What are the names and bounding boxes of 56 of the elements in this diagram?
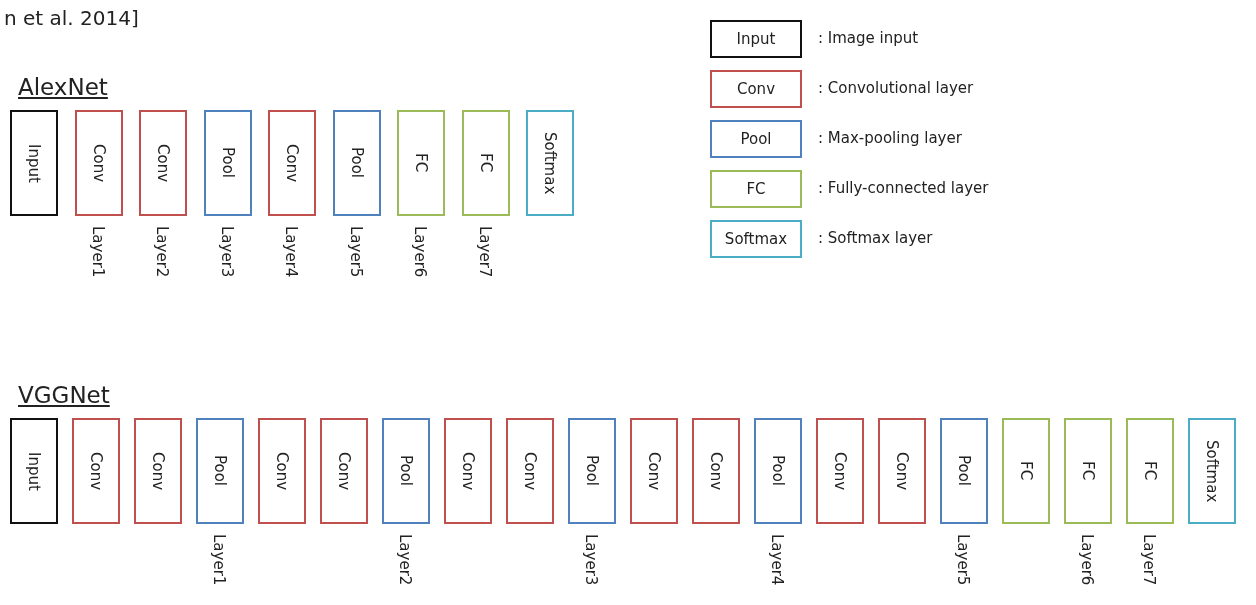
layer-number-label: Layer6 bbox=[1078, 534, 1096, 586]
conv-layer-box: Conv bbox=[878, 418, 926, 524]
legend-sample-box: Pool bbox=[710, 120, 802, 158]
conv-layer-box: Conv bbox=[816, 418, 864, 524]
legend-sample-box: Input bbox=[710, 20, 802, 58]
conv-layer-box: Conv bbox=[268, 110, 316, 216]
pooling-layer-box: Pool bbox=[940, 418, 988, 524]
conv-layer-box: Conv bbox=[72, 418, 120, 524]
legend-sample-box: FC bbox=[710, 170, 802, 208]
conv-layer-box: Conv bbox=[74, 110, 123, 216]
legend-description: : Image input bbox=[818, 29, 919, 47]
legend-description: : Fully-connected layer bbox=[818, 179, 989, 197]
network-heading: AlexNet bbox=[18, 74, 108, 100]
legend-description: : Softmax layer bbox=[818, 229, 933, 247]
fc-layer-box: FC bbox=[461, 110, 510, 216]
input-layer-box: Input bbox=[10, 418, 58, 524]
layer-number-label: Layer1 bbox=[210, 534, 228, 586]
conv-layer-box: Conv bbox=[139, 110, 187, 216]
pooling-layer-box: Pool bbox=[203, 110, 252, 216]
layer-number-label: Layer1 bbox=[88, 226, 107, 278]
pooling-layer-box: Pool bbox=[382, 418, 430, 524]
layer-number-label: Layer7 bbox=[1140, 534, 1158, 586]
layer-number-label: Layer5 bbox=[346, 226, 365, 278]
citation-text: n et al. 2014] bbox=[4, 6, 139, 30]
layer-number-label: Layer2 bbox=[396, 534, 414, 586]
pooling-layer-box: Pool bbox=[568, 418, 616, 524]
conv-layer-box: Conv bbox=[444, 418, 492, 524]
layer-number-label: Layer5 bbox=[954, 534, 972, 586]
network-heading: VGGNet bbox=[18, 382, 110, 408]
conv-layer-box: Conv bbox=[320, 418, 368, 524]
fc-layer-box: FC bbox=[1002, 418, 1050, 524]
pooling-layer-box: Pool bbox=[754, 418, 802, 524]
layer-number-label: Layer4 bbox=[768, 534, 786, 586]
conv-layer-box: Conv bbox=[506, 418, 554, 524]
conv-layer-box: Conv bbox=[692, 418, 740, 524]
input-layer-box: Input bbox=[10, 110, 58, 216]
legend-sample-box: Softmax bbox=[710, 220, 802, 258]
softmax-layer-box: Softmax bbox=[1188, 418, 1236, 524]
conv-layer-box: Conv bbox=[258, 418, 306, 524]
fc-layer-box: FC bbox=[397, 110, 445, 216]
layer-number-label: Layer7 bbox=[475, 226, 494, 278]
layer-number-label: Layer4 bbox=[282, 226, 300, 278]
legend-description: : Max-pooling layer bbox=[818, 129, 962, 147]
softmax-layer-box: Softmax bbox=[526, 110, 574, 216]
legend-sample-box: Conv bbox=[710, 70, 802, 108]
layer-number-label: Layer2 bbox=[153, 226, 171, 278]
pooling-layer-box: Pool bbox=[332, 110, 381, 216]
layer-number-label: Layer3 bbox=[217, 226, 236, 278]
layer-number-label: Layer6 bbox=[411, 226, 429, 278]
legend-description: : Convolutional layer bbox=[818, 79, 974, 97]
conv-layer-box: Conv bbox=[630, 418, 678, 524]
pooling-layer-box: Pool bbox=[196, 418, 244, 524]
conv-layer-box: Conv bbox=[134, 418, 182, 524]
layer-number-label: Layer3 bbox=[582, 534, 600, 586]
fc-layer-box: FC bbox=[1064, 418, 1112, 524]
fc-layer-box: FC bbox=[1126, 418, 1174, 524]
